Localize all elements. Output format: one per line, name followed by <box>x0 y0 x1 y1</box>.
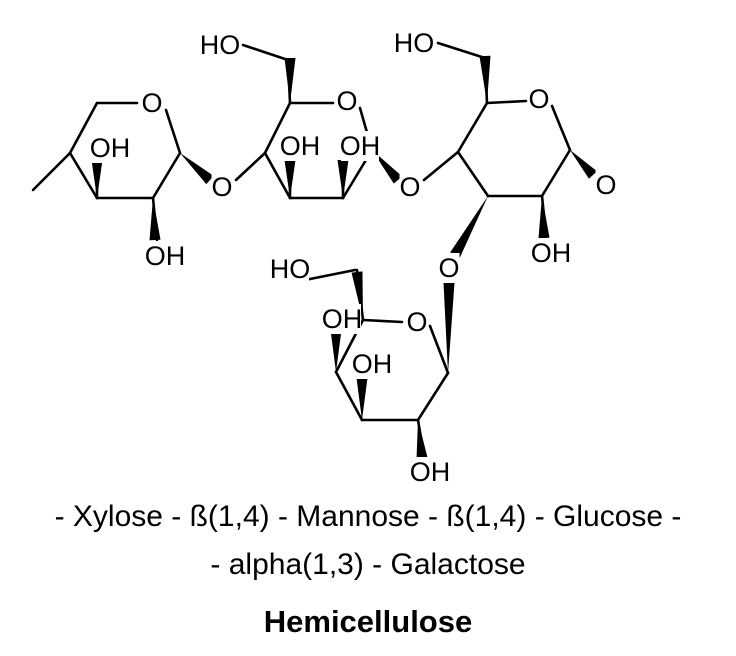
wedge-bond <box>91 160 103 198</box>
bond-line <box>416 371 450 422</box>
atom-label-background <box>211 172 233 202</box>
bond-line <box>164 108 182 155</box>
wedge-bond <box>570 150 598 179</box>
wedge-bond <box>284 58 296 103</box>
atom-label-background <box>399 172 421 202</box>
atom-label-glc-ch2oh: HO <box>394 28 435 58</box>
bond-line <box>428 324 450 375</box>
bond-lines <box>31 41 572 458</box>
atom-label-background <box>341 131 379 161</box>
atom-label-gal-oh-3: OH <box>352 349 393 379</box>
wedge-bond <box>372 150 403 184</box>
atom-label-background <box>438 253 460 283</box>
linkage-description-line-2: - alpha(1,3) - Galactose <box>210 548 526 581</box>
bond-line <box>436 41 487 60</box>
bond-line <box>485 99 528 105</box>
bond-line <box>234 151 267 182</box>
bond-line <box>361 318 404 324</box>
atom-label-man-oh-2: OH <box>340 131 381 161</box>
wedge-bonds <box>91 55 598 459</box>
bond-line <box>422 150 460 182</box>
bond-line <box>68 151 99 200</box>
atom-label-xyl-oh-3: OH <box>90 133 131 163</box>
atom-label-background <box>411 457 449 487</box>
atom-label-gal-ring-o: O <box>406 307 427 337</box>
atom-label-gal-oh-2: OH <box>410 457 451 487</box>
bond-line <box>68 101 99 155</box>
wedge-bond <box>284 160 296 198</box>
atom-label-background <box>146 241 184 271</box>
atom-label-background <box>532 238 570 268</box>
atom-label-glc-ring-o: O <box>528 84 549 114</box>
bond-line <box>31 151 72 192</box>
linkage-description-line-1: - Xylose - ß(1,4) - Mannose - ß(1,4) - G… <box>54 500 682 533</box>
bond-line <box>303 268 357 282</box>
bond-line <box>456 150 490 198</box>
wedge-bond <box>443 282 455 373</box>
wedge-bond <box>180 153 214 185</box>
atom-label-link2-o: O <box>399 172 420 202</box>
bond-line <box>334 370 364 422</box>
atom-label-background <box>281 131 319 161</box>
wedge-bond <box>337 160 349 198</box>
bond-line <box>241 43 290 62</box>
wedge-bond <box>450 196 488 258</box>
wedge-bond <box>356 378 368 420</box>
atom-label-xyl-ring-o: O <box>141 88 162 118</box>
atom-label-glc-oh-2: OH <box>531 238 572 268</box>
bond-line <box>263 151 292 200</box>
wedge-bond <box>479 55 491 103</box>
atom-label-glc-end-o: O <box>595 170 616 200</box>
atom-label-background <box>353 349 391 379</box>
atom-label-man-oh-3: OH <box>280 131 321 161</box>
atom-label-link1-o: O <box>211 172 232 202</box>
atom-label-background <box>271 254 309 284</box>
atom-label-background <box>336 86 358 116</box>
atom-label-background <box>201 30 239 60</box>
atom-label-xyl-oh-2: OH <box>145 241 186 271</box>
atom-label-gal-ch2oh: HO <box>270 254 311 284</box>
atom-label-man-ring-o: O <box>336 86 357 116</box>
atom-label-background <box>91 133 129 163</box>
bond-line <box>540 148 572 198</box>
atom-label-background <box>395 28 433 58</box>
atom-label-man-ch2oh: HO <box>200 30 241 60</box>
bond-line <box>456 101 489 154</box>
atom-label-gal-oh-4: OH <box>322 304 363 334</box>
atom-label-background <box>141 88 163 118</box>
atom-label-link3-o: O <box>438 253 459 283</box>
bond-line <box>263 101 292 155</box>
atom-label-background <box>595 170 617 200</box>
atom-label-background <box>323 304 361 334</box>
wedge-bond <box>538 196 550 239</box>
bond-line <box>151 151 182 200</box>
diagram-title: Hemicellulose <box>263 604 473 639</box>
wedge-bond <box>330 330 342 372</box>
atom-label-background <box>528 84 550 114</box>
wedge-bond <box>149 198 161 241</box>
bond-line <box>550 104 572 152</box>
wedge-bond <box>416 420 428 459</box>
atom-label-background <box>406 307 428 337</box>
